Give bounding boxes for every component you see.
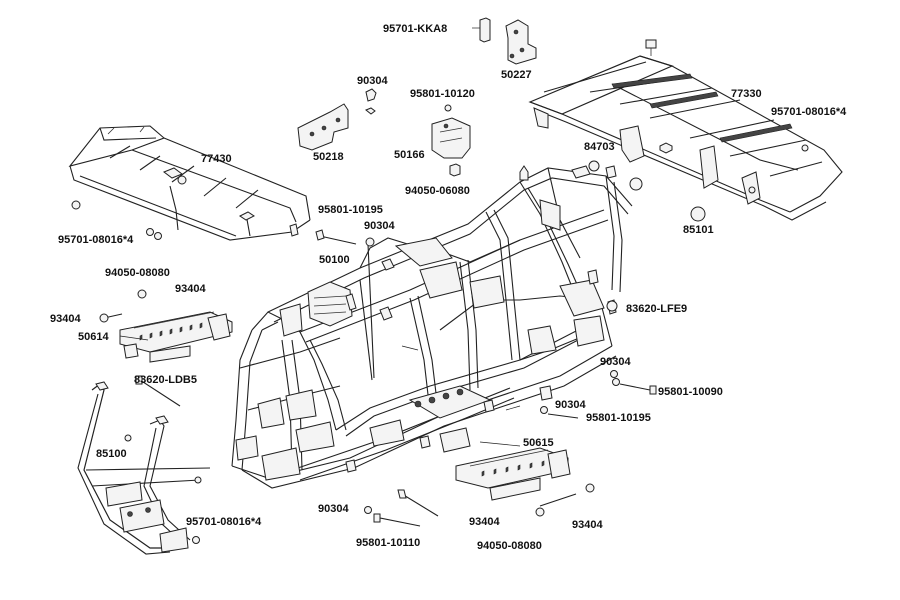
label-77430: 77430	[201, 153, 232, 165]
label-95801-10110: 95801-10110	[356, 537, 421, 549]
label-50218: 50218	[313, 151, 344, 163]
label-95801-10090: 95801-10090	[658, 386, 723, 398]
footrest-50615	[455, 447, 571, 501]
label-95801-10195-top: 95801-10195	[318, 204, 383, 216]
bracket-50227	[472, 17, 537, 65]
nut-icon	[99, 160, 706, 517]
label-95701-kka8: 95701-KKA8	[383, 23, 448, 35]
label-83620-lfe9: 83620-LFE9	[626, 303, 688, 315]
footrest-50614	[119, 311, 233, 363]
label-50227: 50227	[501, 69, 532, 81]
label-50615: 50615	[523, 437, 554, 449]
bracket-50218	[297, 88, 377, 151]
label-95701-08016-front: 95701-08016*4	[58, 234, 134, 246]
label-90304-bot: 90304	[318, 503, 349, 515]
label-95701-08016-bottom: 95701-08016*4	[186, 516, 262, 528]
label-93404-b: 93404	[50, 313, 81, 325]
label-94050-08080-top: 94050-08080	[105, 267, 170, 279]
label-50166: 50166	[394, 149, 425, 161]
label-84703: 84703	[584, 141, 615, 153]
label-95801-10195-right: 95801-10195	[586, 412, 651, 424]
leader-lines	[119, 335, 521, 447]
label-93404-d: 93404	[572, 519, 603, 531]
label-90304-mid: 90304	[364, 220, 395, 232]
label-77330: 77330	[731, 88, 762, 100]
label-90304-r1: 90304	[600, 356, 631, 368]
label-94050-06080: 94050-06080	[405, 185, 470, 197]
label-85101: 85101	[683, 224, 714, 236]
label-90304-r2: 90304	[555, 399, 586, 411]
front-rack-77430	[68, 125, 311, 241]
rear-rack-77330	[528, 39, 843, 221]
label-95701-08016-rear: 95701-08016*4	[771, 106, 847, 118]
main-frame-50100	[231, 165, 633, 489]
bracket-50166	[431, 104, 471, 177]
label-50100: 50100	[319, 254, 350, 266]
label-93404-a: 93404	[175, 283, 206, 295]
label-94050-08080-bottom: 94050-08080	[477, 540, 542, 552]
front-bumper-85100	[77, 381, 211, 555]
label-90304-top: 90304	[357, 75, 388, 87]
label-93404-c: 93404	[469, 516, 500, 528]
label-50614: 50614	[78, 331, 109, 343]
label-83620-ldb5: 83620-LDB5	[134, 374, 197, 386]
label-95801-10120: 95801-10120	[410, 88, 475, 100]
label-85100: 85100	[96, 448, 127, 460]
